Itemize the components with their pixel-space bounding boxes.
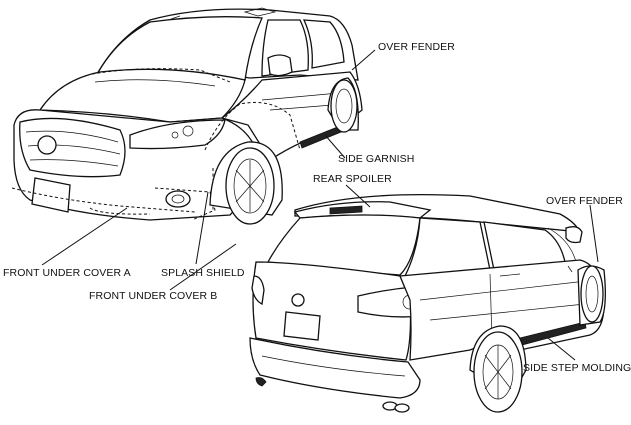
- leader-over-fender-rear: [589, 204, 599, 263]
- label-side-garnish: SIDE GARNISH: [338, 153, 415, 165]
- leader-side-garnish: [324, 134, 346, 159]
- leader-splash-shield: [195, 191, 209, 265]
- label-rear-spoiler: REAR SPOILER: [313, 173, 392, 185]
- label-over-fender-front: OVER FENDER: [378, 41, 455, 53]
- leader-front-under-cover-a: [41, 207, 128, 266]
- leader-over-fender-front: [351, 49, 376, 71]
- leader-front-under-cover-b: [169, 243, 237, 291]
- leader-rear-spoiler: [345, 184, 371, 208]
- front-vehicle-drawing: [11, 7, 363, 225]
- label-side-step-molding: SIDE STEP MOLDING: [523, 362, 631, 374]
- leader-side-step-molding: [547, 337, 576, 361]
- rear-vehicle-drawing: [249, 193, 606, 413]
- label-front-under-cover-a: FRONT UNDER COVER A: [3, 267, 131, 279]
- label-front-under-cover-b: FRONT UNDER COVER B: [89, 290, 218, 302]
- label-over-fender-rear: OVER FENDER: [546, 195, 623, 207]
- leader-lines: [41, 49, 599, 361]
- label-splash-shield: SPLASH SHIELD: [161, 267, 245, 279]
